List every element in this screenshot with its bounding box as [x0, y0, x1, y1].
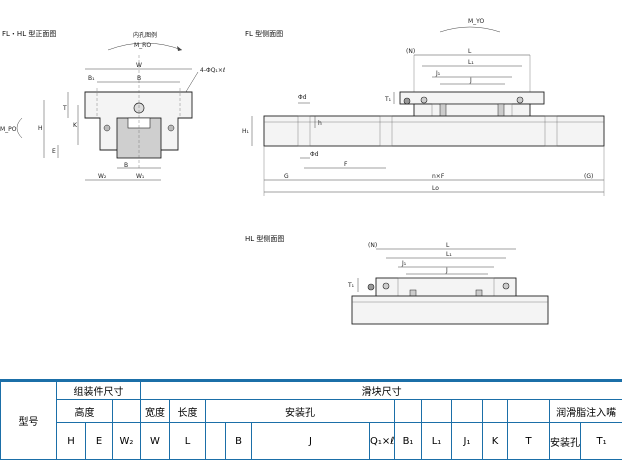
header-empty-t: [507, 399, 550, 424]
label-nf: n×F: [432, 173, 445, 180]
label-myo: M_YO: [468, 18, 485, 25]
front-view: FL・HL 型正面图 内孔图例 M_RO W B B₁ 4-ΦQ₁×ℓ T: [0, 29, 225, 181]
label-h: H: [38, 125, 43, 132]
label-l1: L₁: [468, 59, 474, 66]
sym-t1: T₁: [579, 422, 622, 460]
label-k: K: [73, 122, 78, 129]
label-g2: (G): [584, 173, 593, 180]
label-b1: B₁: [88, 75, 95, 82]
header-block: 滑块尺寸: [139, 380, 622, 401]
hl-label-j1: J₁: [401, 260, 407, 267]
sym-h: H: [56, 422, 86, 460]
hl-side-view-title: HL 型侧面图: [245, 234, 284, 243]
label-h1: H₁: [242, 128, 250, 135]
label-t: T: [62, 105, 67, 112]
header-height: 高度: [56, 399, 113, 424]
sym-l1: L₁: [421, 422, 452, 460]
fl-rail: [263, 115, 605, 147]
label-w2: W₂: [98, 173, 107, 180]
label-d: Φd: [298, 94, 307, 101]
hl-label-t1: T₁: [347, 282, 355, 289]
label-dd: Φd: [310, 151, 319, 158]
ball-right: [167, 124, 175, 132]
moment-yo-arc: [439, 26, 501, 33]
hl-label-l: L: [446, 242, 450, 249]
header-assembly: 组装件尺寸: [56, 380, 141, 401]
col-model: 型号: [0, 381, 57, 460]
label-n: (N): [406, 48, 415, 55]
sym-b: B: [225, 422, 252, 460]
technical-drawing: FL・HL 型正面图 内孔图例 M_RO W B B₁ 4-ΦQ₁×ℓ T: [0, 18, 605, 325]
ball-left: [103, 124, 111, 132]
hl-label-j: J: [445, 267, 448, 274]
sym-empty: [205, 422, 226, 460]
fl-side-view-title: FL 型侧面图: [245, 29, 283, 38]
header-grease: 润滑脂注入嘴: [548, 399, 622, 424]
spec-table: 型号 组装件尺寸 滑块尺寸 高度 宽度 长度 安装孔 润滑脂注入嘴 H E W₂…: [0, 380, 622, 460]
front-view-note: 内孔图例: [133, 31, 157, 39]
label-b: B: [137, 75, 141, 82]
label-w1: W₁: [136, 173, 145, 180]
header-empty-l1: [421, 399, 452, 424]
label-j1: J₁: [435, 70, 441, 77]
header-mount-hole: 安装孔: [205, 399, 395, 424]
fl-bolt-left: [420, 96, 428, 104]
sym-k: K: [482, 422, 508, 460]
rail-hole-2: [379, 115, 393, 147]
label-t1: T₁: [384, 96, 392, 103]
header-empty-j1: [451, 399, 483, 424]
header-width: 宽度: [140, 399, 170, 424]
sym-j1: J₁: [451, 422, 483, 460]
hl-label-l1: L₁: [446, 251, 452, 258]
hl-bolt-left: [382, 282, 390, 290]
hole-leader: [183, 71, 199, 96]
hl-grease-nipple: [367, 283, 375, 291]
sym-l: L: [169, 422, 206, 460]
label-g: G: [284, 173, 289, 180]
header-empty-k: [482, 399, 508, 424]
hl-rail: [351, 295, 549, 325]
table-top-rule: [0, 379, 622, 381]
label-l: L: [468, 48, 472, 55]
rail-hole-3: [544, 115, 558, 147]
header-empty-b1: [394, 399, 422, 424]
fl-bolt-right: [516, 96, 524, 104]
moment-ro-arrowhead: [177, 46, 182, 51]
rail-hole-1: [297, 115, 311, 147]
label-mro: M_RO: [134, 42, 151, 49]
sym-b1: B₁: [394, 422, 422, 460]
label-lo: Lo: [432, 185, 439, 192]
header-length: 长度: [169, 399, 206, 424]
label-f: F: [344, 161, 348, 168]
hl-label-n: (N): [368, 242, 377, 249]
sym-e: E: [85, 422, 113, 460]
label-hole: 4-ΦQ₁×ℓ: [200, 67, 225, 74]
header-empty-w2: [112, 399, 141, 424]
moment-ro-arc: [107, 42, 183, 51]
sym-w: W: [140, 422, 170, 460]
sym-q1l: Q₁×ℓ: [369, 422, 395, 460]
sym-w2: W₂: [112, 422, 141, 460]
moment-po-arc: [16, 117, 23, 139]
hl-bolt-right: [502, 282, 510, 290]
sym-grease-hole: 安装孔: [549, 422, 581, 460]
fl-grease-nipple: [403, 97, 411, 105]
front-view-title: FL・HL 型正面图: [2, 29, 56, 38]
label-j: J: [469, 77, 472, 84]
label-h-depth: h: [318, 120, 322, 127]
label-e: E: [52, 148, 56, 155]
sym-t: T: [507, 422, 550, 460]
hl-side-view: HL 型侧面图 (N) L L₁ J₁ J T₁: [245, 234, 549, 325]
sym-j: J: [251, 422, 370, 460]
fl-side-view: FL 型侧面图 M_YO (N) L L₁ J₁ J T₁: [242, 18, 605, 196]
label-b-small: B: [124, 162, 128, 169]
label-mpo: M_PO: [0, 126, 17, 133]
